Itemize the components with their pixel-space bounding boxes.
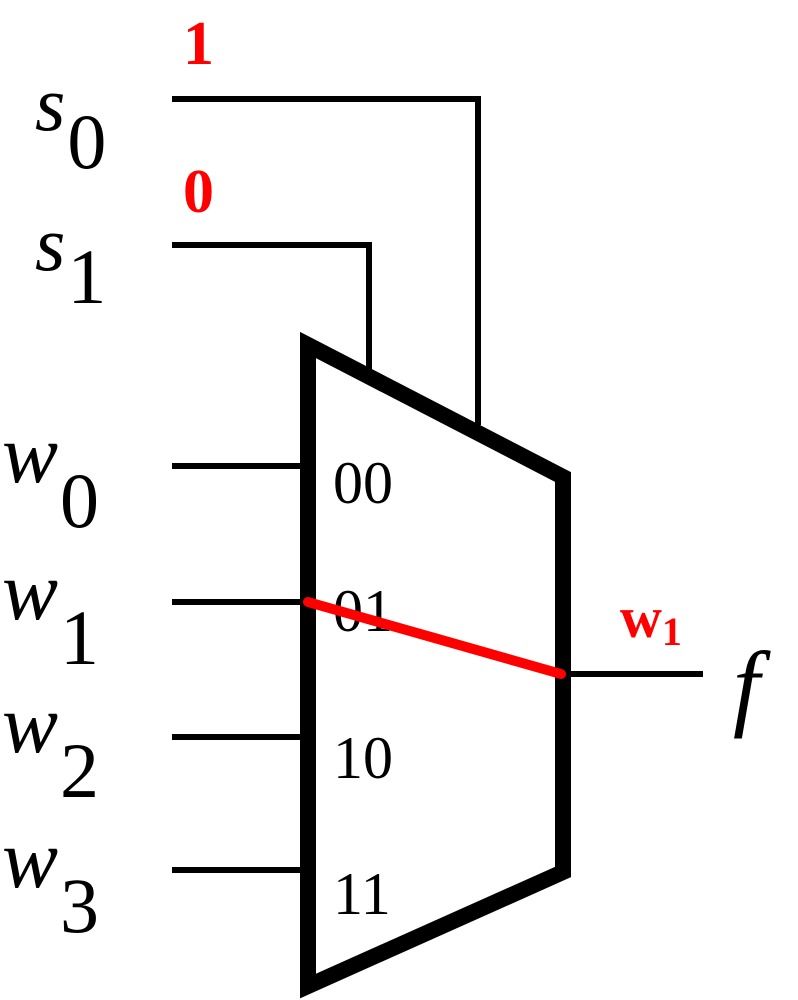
s0-value: 1 (183, 10, 214, 78)
s1-label: s1 (35, 200, 106, 320)
s0-label: s0 (35, 60, 106, 185)
selected-path-line (303, 597, 566, 679)
code-10: 10 (333, 725, 393, 791)
code-11: 11 (333, 861, 391, 927)
s0-wire (172, 96, 481, 425)
w0-label: w0 (2, 408, 99, 544)
s1-wire (172, 242, 372, 370)
routed-value-label: w1 (620, 585, 682, 654)
w2-label: w2 (2, 678, 99, 814)
w3-label: w3 (2, 813, 99, 949)
w1-label: w1 (2, 545, 99, 681)
code-00: 00 (333, 450, 393, 516)
output-label: f (733, 632, 771, 739)
s1-value: 0 (183, 158, 214, 226)
mux-body (300, 331, 571, 999)
